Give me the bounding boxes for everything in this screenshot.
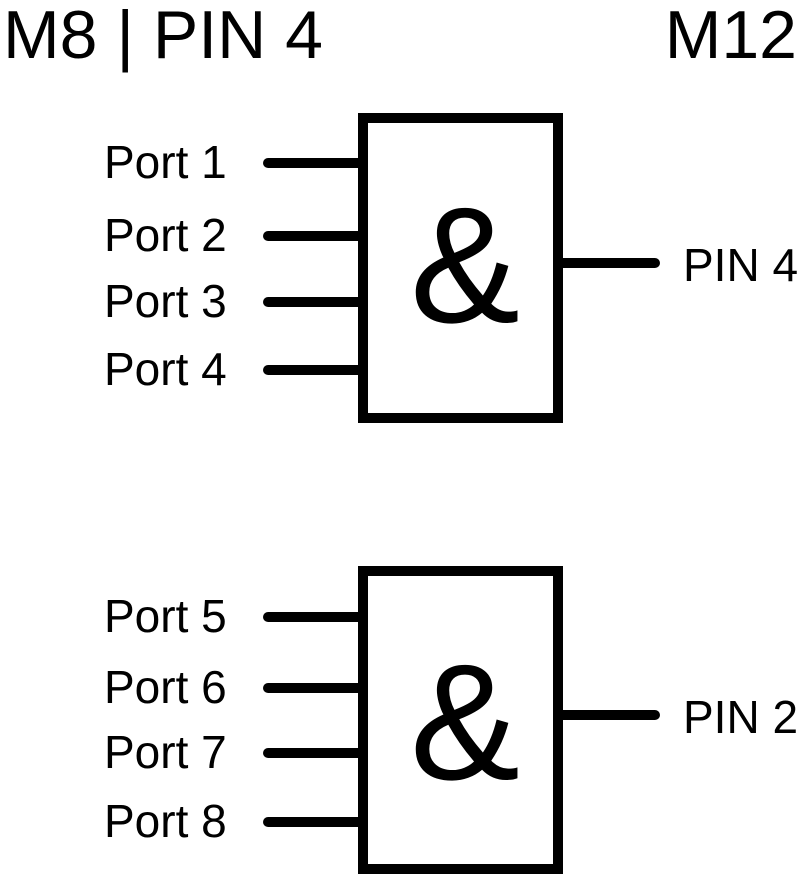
connector-title-right: M12 xyxy=(665,0,797,73)
and-gate-2: Port 5 Port 6 Port 7 Port 8 & PIN 2 xyxy=(104,566,798,874)
gate-2-output-label: PIN 2 xyxy=(683,691,798,743)
gate-2-input-label-1: Port 5 xyxy=(104,590,227,642)
gate-2-input-label-4: Port 8 xyxy=(104,795,227,847)
gate-2-box xyxy=(358,566,563,874)
and-gate-1: Port 1 Port 2 Port 3 Port 4 & PIN 4 xyxy=(104,113,798,423)
connector-title-left: M8 | PIN 4 xyxy=(3,0,323,73)
gate-1-input-label-4: Port 4 xyxy=(104,343,227,395)
gate-1-input-label-3: Port 3 xyxy=(104,275,227,327)
gate-2-and-symbol: & xyxy=(410,630,520,814)
gate-1-box xyxy=(358,113,563,423)
gate-1-output-label: PIN 4 xyxy=(683,239,798,291)
gate-2-input-label-2: Port 6 xyxy=(104,661,227,713)
gate-1-and-symbol: & xyxy=(410,173,520,357)
gate-1-input-label-1: Port 1 xyxy=(104,136,227,188)
gate-2-input-label-3: Port 7 xyxy=(104,726,227,778)
gate-1-input-label-2: Port 2 xyxy=(104,209,227,261)
